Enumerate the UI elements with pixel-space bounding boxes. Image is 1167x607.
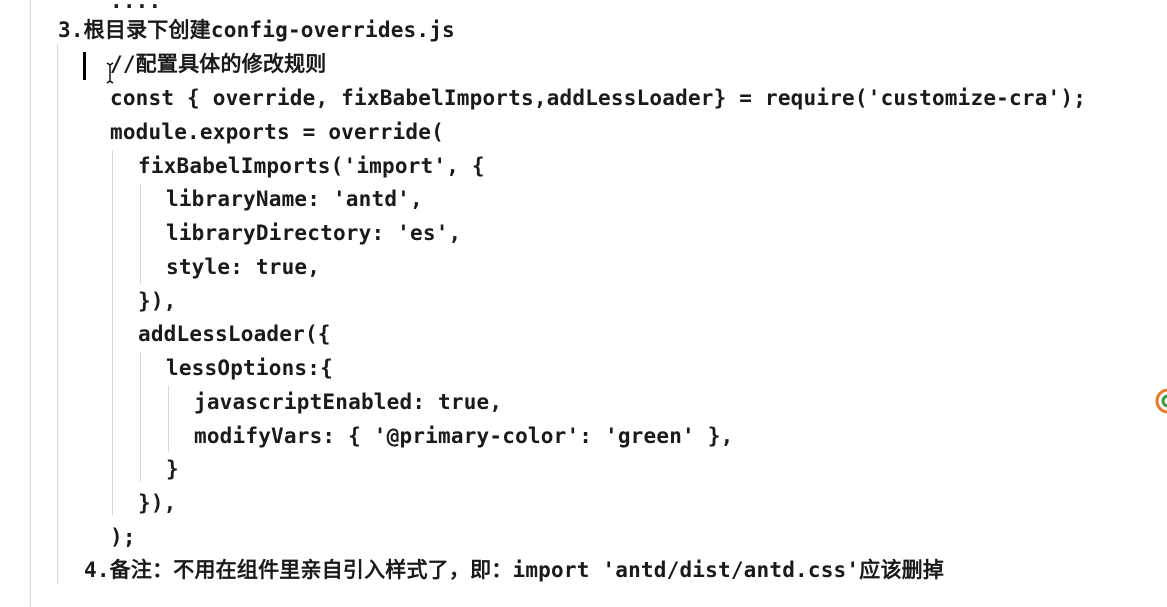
code-line-fix-babel-imports: fixBabelImports('import', { [138,154,485,178]
code-line-library-directory: libraryDirectory: 'es', [166,221,462,245]
indent-guide [168,386,169,452]
code-line-require: const { override, fixBabelImports,addLes… [110,86,1087,110]
ellipsis-line: .... [110,0,162,13]
code-comment: //配置具体的修改规则 [110,52,327,76]
code-line-module-exports: module.exports = override( [110,120,444,144]
step-3-heading: 3.根目录下创建config-overrides.js [58,18,455,42]
indent-guide [30,0,31,607]
code-line-style: style: true, [166,255,321,279]
code-line-add-less-loader: addLessLoader({ [138,322,331,346]
code-line-close-add-less-loader: }), [138,491,177,515]
indent-guide [140,184,141,284]
code-line-close-override: ); [110,525,136,549]
step-4-note: 4.备注：不用在组件里亲自引入样式了，即：import 'antd/dist/a… [84,558,945,582]
indent-guide [140,352,141,482]
code-line-less-options: lessOptions:{ [166,356,333,380]
code-line-modify-vars: modifyVars: { '@primary-color': 'green' … [194,424,734,448]
edge-widget-icon[interactable] [1155,388,1167,414]
code-line-javascript-enabled: javascriptEnabled: true, [194,390,503,414]
text-cursor-icon [106,62,114,84]
indent-guide [57,44,58,584]
caret-bar [83,52,86,80]
code-line-library-name: libraryName: 'antd', [166,187,423,211]
code-line-close-less-options: } [166,457,179,481]
code-line-close-fix-babel: }), [138,289,177,313]
indent-guide [112,150,113,515]
